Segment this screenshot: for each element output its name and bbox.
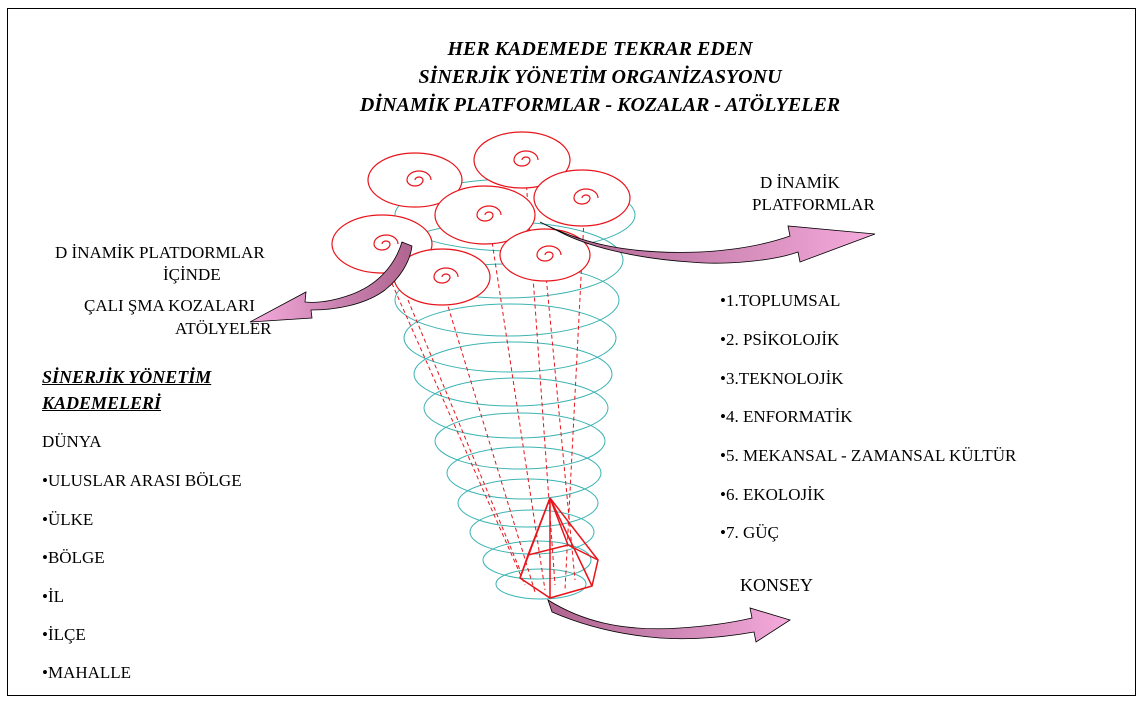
platform-type-item: •4. ENFORMATİK	[720, 407, 853, 427]
helix-ring	[458, 479, 598, 527]
levels-heading-1: SİNERJİK YÖNETİM	[42, 367, 211, 388]
cocoon	[534, 170, 630, 226]
cocoon	[500, 229, 590, 281]
platform-type-item: •6. EKOLOJİK	[720, 485, 825, 505]
level-item: •BÖLGE	[42, 548, 105, 568]
level-item: •MAHALLE	[42, 663, 131, 683]
level-item: •ULUSLAR ARASI BÖLGE	[42, 471, 242, 491]
platform-type-item: •5. MEKANSAL - ZAMANSAL KÜLTÜR	[720, 446, 1016, 466]
platform-type-item: •2. PSİKOLOJİK	[720, 330, 839, 350]
helix-ring	[496, 569, 586, 599]
level-item: •İLÇE	[42, 625, 86, 645]
level-item: DÜNYA	[42, 432, 102, 452]
level-item: •ÜLKE	[42, 510, 93, 530]
label-dynamic-1: D İNAMİK	[760, 173, 840, 193]
platform-type-item: •7. GÜÇ	[720, 523, 779, 543]
label-council: KONSEY	[740, 575, 813, 596]
helix-ring	[414, 342, 612, 406]
label-dynamic-2: PLATFORMLAR	[752, 195, 875, 215]
helix-ring	[447, 447, 601, 499]
label-platforms-inside-2: İÇİNDE	[163, 265, 221, 285]
platform-type-item: •3.TEKNOLOJİK	[720, 369, 844, 389]
platform-type-item: •1.TOPLUMSAL	[720, 291, 840, 311]
label-workshops-1: ÇALI ŞMA KOZALARI	[84, 296, 255, 316]
levels-heading-2: KADEMELERİ	[42, 393, 161, 414]
label-workshops-2: ATÖLYELER	[175, 319, 272, 339]
arrow-to-council	[548, 600, 790, 642]
level-item: •İL	[42, 587, 64, 607]
helix-ring	[435, 413, 605, 469]
label-platforms-inside-1: D İNAMİK PLATDORMLAR	[55, 243, 265, 263]
helix-ring	[424, 378, 608, 438]
cocoons	[332, 132, 630, 305]
